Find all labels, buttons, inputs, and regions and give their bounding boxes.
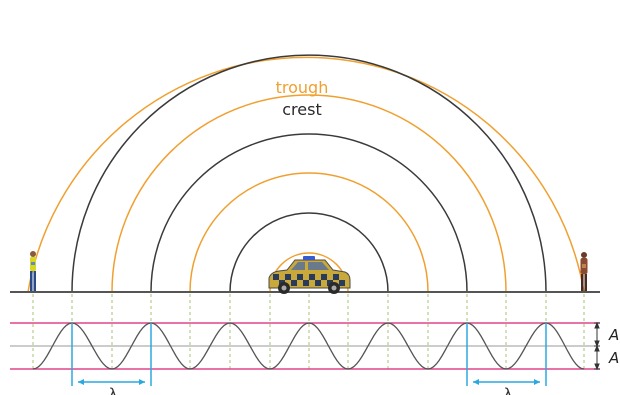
crest-arc	[71, 54, 547, 293]
guide-lines	[32, 294, 585, 370]
waveform-curve	[32, 322, 585, 370]
trough-label: trough	[276, 78, 329, 97]
trough-arc	[27, 56, 585, 293]
person-icon	[30, 251, 36, 291]
wavefront-arcs	[27, 54, 585, 293]
wavelength-marker-right	[466, 323, 547, 386]
wavelength-marker-left	[71, 323, 152, 386]
amplitude-bracket	[594, 321, 600, 371]
amplitude-label-bottom: A	[608, 349, 619, 367]
wavelength-label-right: λ	[504, 385, 513, 395]
crest-label: crest	[282, 100, 321, 119]
amplitude-label-top: A	[608, 326, 619, 344]
crest-arc	[229, 212, 389, 293]
wavelength-label-left: λ	[109, 385, 118, 395]
crest-arc	[150, 133, 468, 293]
person-icon	[580, 252, 588, 291]
trough-arc	[189, 172, 429, 293]
trough-arc	[111, 94, 507, 293]
car-icon	[268, 256, 351, 294]
